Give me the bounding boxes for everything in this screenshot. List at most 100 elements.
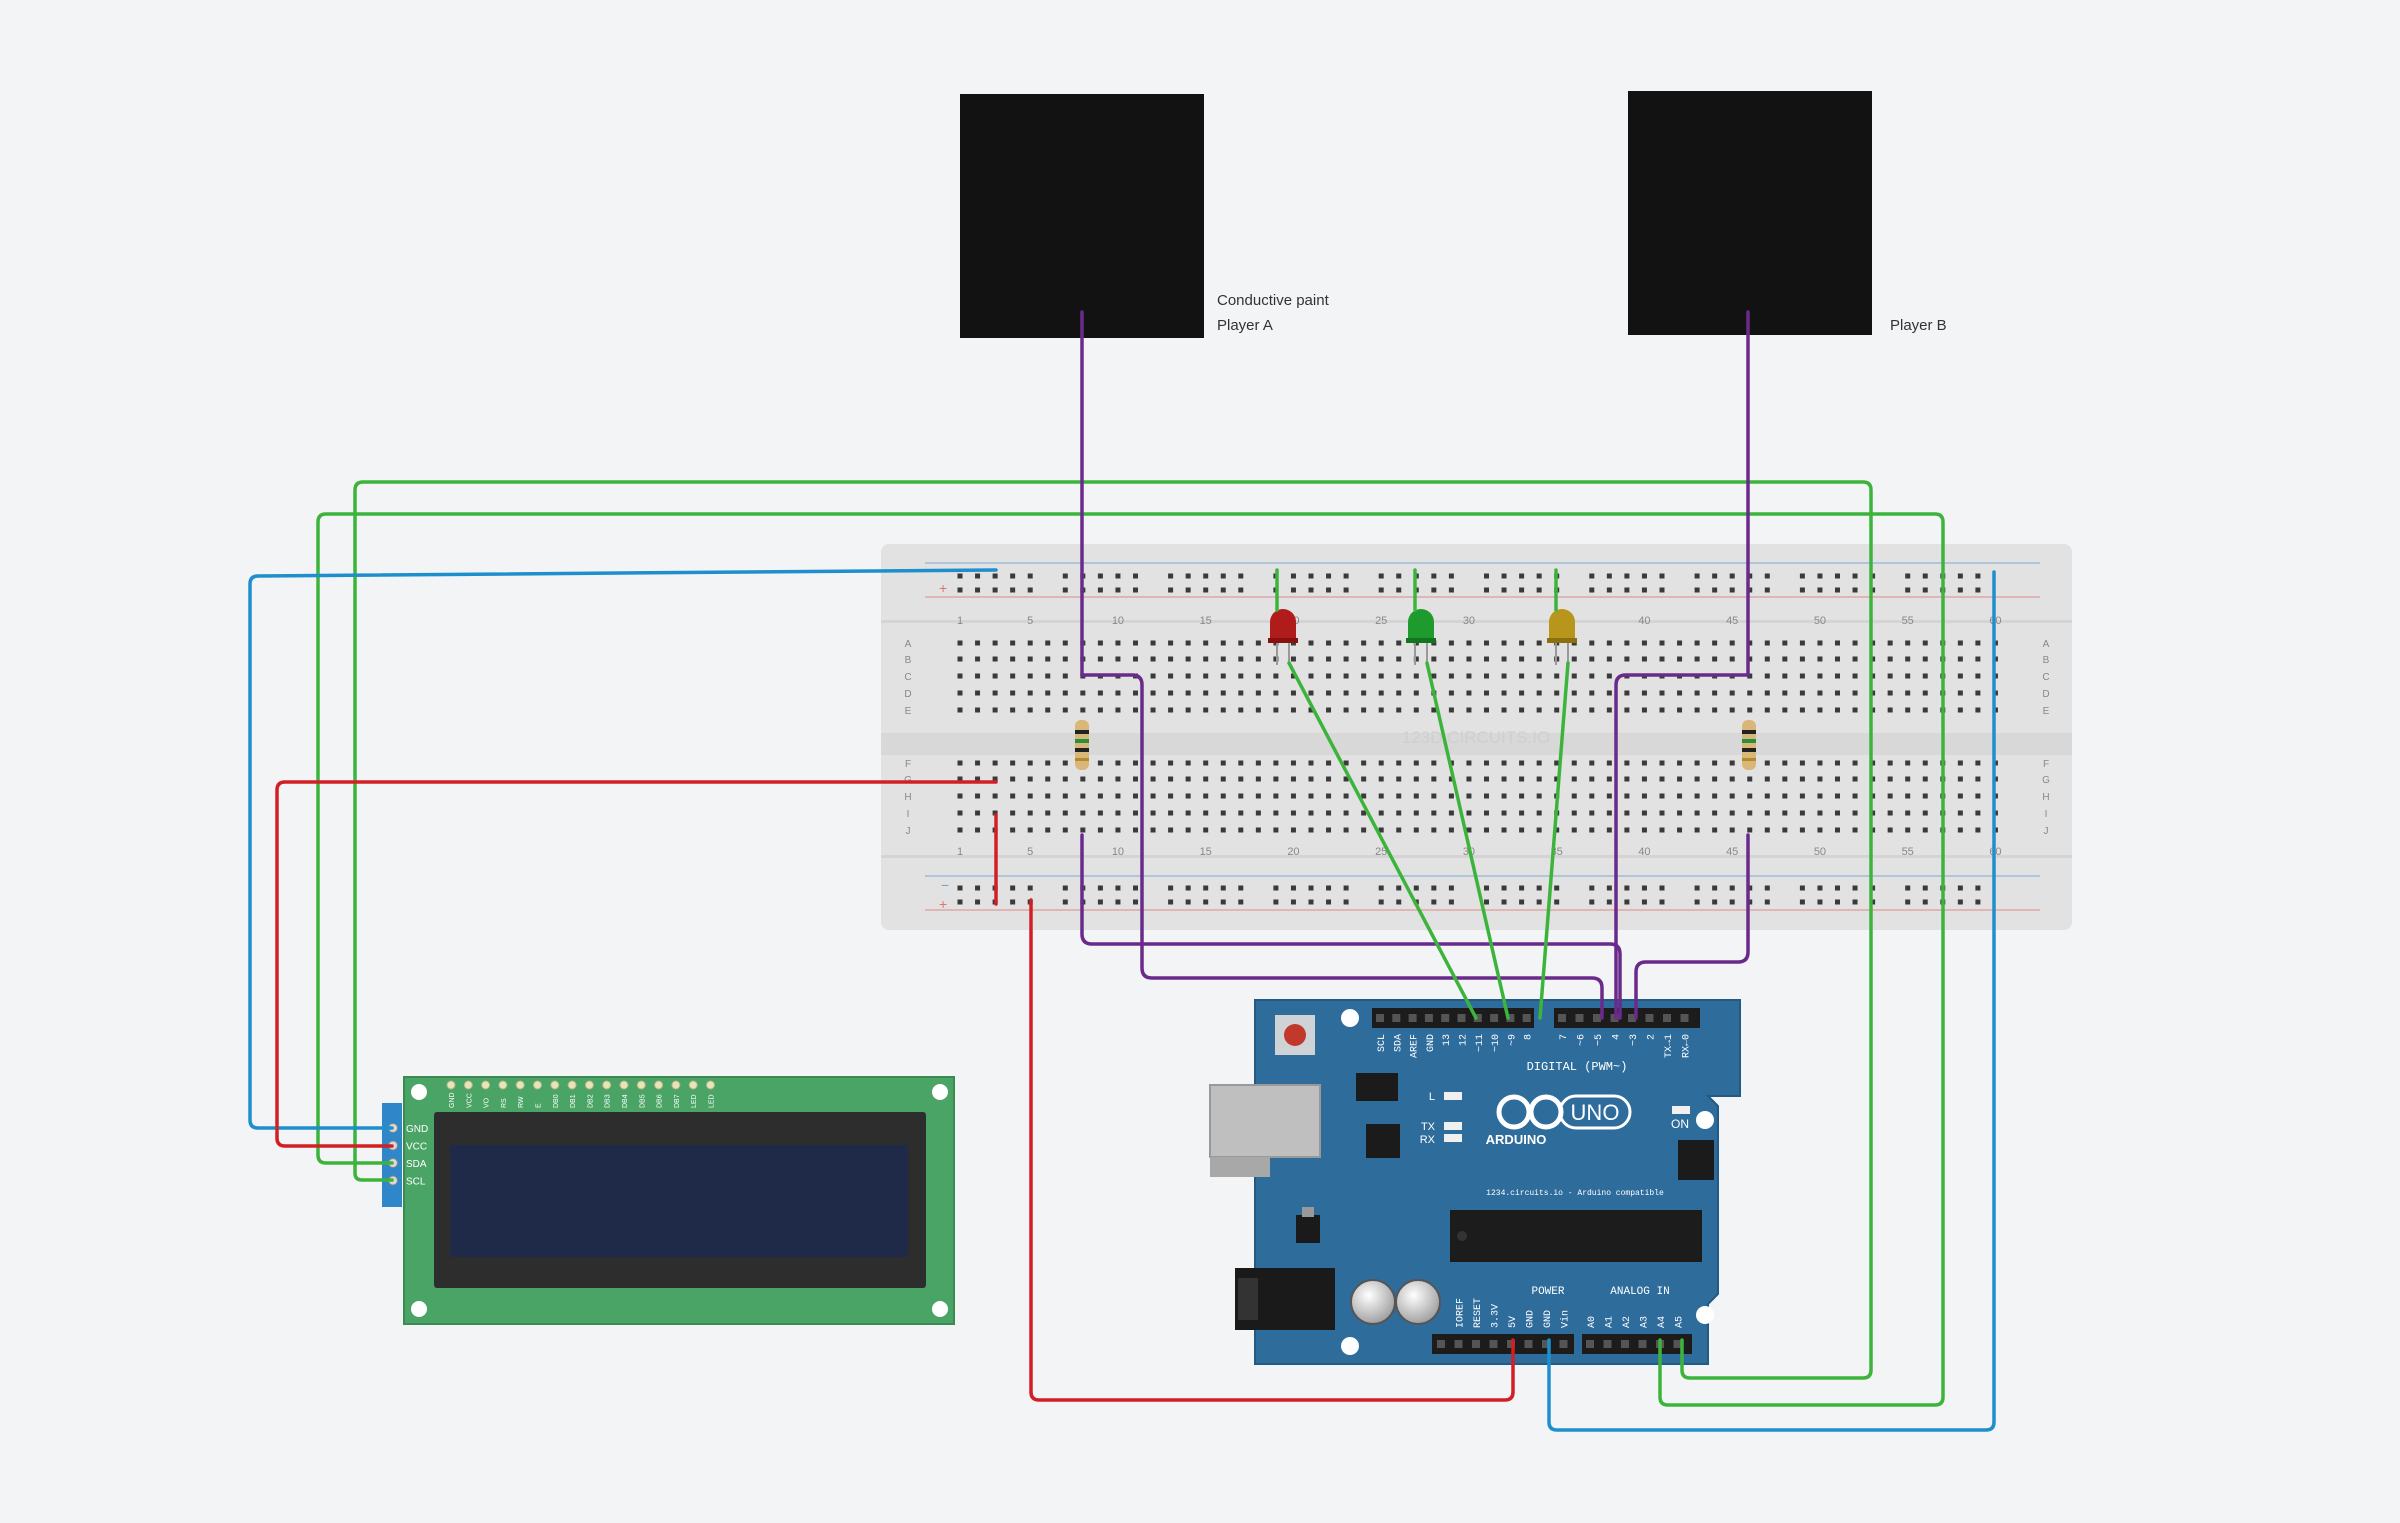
arduino-l-label: L [1429, 1091, 1435, 1103]
column-number: 50 [1814, 615, 1826, 627]
lcd-header-label: DB3 [605, 1094, 612, 1108]
arduino-digital-pin-label: 4 [1612, 1034, 1623, 1040]
arduino-digital-pin-label: 8 [1524, 1034, 1535, 1040]
column-number: 25 [1375, 846, 1387, 858]
column-number: 10 [1112, 846, 1124, 858]
wire-purple-b-top [1614, 673, 1750, 1020]
wire-green-led-yellow [1538, 661, 1570, 1020]
arduino-digital-pin-label: ~11 [1475, 1034, 1486, 1052]
column-number: 1 [957, 846, 963, 858]
arduino-power-pin-label: 3.3V [1491, 1304, 1502, 1328]
lcd-header-label: DB2 [587, 1094, 594, 1108]
arduino-digital-pin-label: SDA [1393, 1034, 1404, 1052]
row-letter: I [907, 809, 910, 820]
column-number: 30 [1463, 615, 1475, 627]
conductive-pad-player-a [960, 94, 1204, 338]
column-number: 25 [1375, 615, 1387, 627]
column-number: 20 [1287, 846, 1299, 858]
arduino-digital-pin-label: ~10 [1491, 1034, 1502, 1052]
resistor-right [1742, 720, 1756, 770]
wire-green-lcd-sda [316, 512, 1945, 1407]
arduino-digital-pin-label: TX→1 [1664, 1034, 1675, 1058]
row-letter: F [2043, 759, 2049, 770]
row-letter: D [2042, 689, 2049, 700]
arduino-logo-text: ARDUINO [1486, 1132, 1547, 1147]
column-number: 40 [1638, 615, 1650, 627]
led-green [1406, 609, 1436, 665]
arduino-digital-pin-label: AREF [1410, 1034, 1421, 1058]
resistor-left [1075, 720, 1089, 770]
arduino-power-pin-label: IOREF [1456, 1298, 1467, 1328]
lcd-header-label: VO [484, 1097, 491, 1108]
arduino-digital-pin-label: 2 [1647, 1034, 1658, 1040]
arduino-digital-pin-label: 13 [1442, 1034, 1453, 1046]
wire-green-led-red [1287, 661, 1478, 1020]
arduino-digital-pin-label: RX←0 [1682, 1034, 1693, 1058]
arduino-analog-pin-label: A4 [1657, 1316, 1668, 1328]
arduino-power-label: POWER [1531, 1286, 1564, 1298]
wire-blue-lcd-gnd [248, 568, 998, 1130]
row-letter: H [2042, 792, 2049, 803]
rail-minus-bottom: − [941, 877, 949, 893]
arduino-analog-pin-label: A0 [1587, 1316, 1598, 1328]
arduino-power-pin-label: Vin [1560, 1310, 1572, 1328]
column-number: 55 [1902, 846, 1914, 858]
row-letter: G [2042, 775, 2050, 786]
lcd-header-label: RS [501, 1098, 508, 1108]
row-letter: B [2043, 655, 2050, 666]
wires [248, 310, 1996, 1432]
conductive-pad-player-b [1628, 91, 1872, 335]
arduino-power-pin-label: GND [1526, 1310, 1537, 1328]
row-letter: D [904, 689, 911, 700]
column-number: 45 [1726, 846, 1738, 858]
pad-a-label-line1: Conductive paint [1217, 292, 1329, 309]
arduino-digital-pin-label: 12 [1459, 1034, 1470, 1046]
lcd-header-label: DB4 [622, 1094, 629, 1108]
column-number: 1 [957, 615, 963, 627]
lcd-header-label: GND [449, 1092, 456, 1108]
row-letter: H [904, 792, 911, 803]
arduino-footer: 1234.circuits.io - Arduino compatible [1486, 1189, 1664, 1198]
arduino-on-label: ON [1671, 1117, 1689, 1131]
column-number: 15 [1200, 846, 1212, 858]
row-letter: A [2043, 639, 2050, 650]
arduino-digital-pin-label: ~6 [1577, 1034, 1588, 1046]
lcd-pin-label: SDA [406, 1159, 427, 1170]
arduino-digital-pin-label: ~3 [1629, 1034, 1640, 1046]
arduino-rx-label: RX [1420, 1134, 1436, 1146]
wire-red-5v [1029, 898, 1515, 1402]
arduino-power-pin-label: 5V [1508, 1316, 1519, 1328]
lcd-header-label: DB1 [570, 1094, 577, 1108]
column-number: 5 [1027, 846, 1033, 858]
arduino-analog-label: ANALOG IN [1610, 1286, 1669, 1298]
led-red [1268, 609, 1298, 665]
row-letter: A [905, 639, 912, 650]
lcd-header-label: DB6 [657, 1094, 664, 1108]
wire-green-lcd-scl [353, 480, 1873, 1380]
lcd-header-label: LED [691, 1094, 698, 1108]
arduino-digital-label: DIGITAL (PWM~) [1527, 1060, 1628, 1074]
column-number: 55 [1902, 615, 1914, 627]
lcd-pin-label: SCL [406, 1177, 426, 1188]
row-letter: F [905, 759, 911, 770]
arduino-analog-pin-label: A1 [1605, 1316, 1616, 1328]
lcd-header-label: E [536, 1103, 543, 1108]
lcd-header-label: RW [518, 1096, 525, 1108]
lcd-header-label: DB0 [553, 1094, 560, 1108]
arduino-digital-pin-label: GND [1426, 1034, 1437, 1052]
row-letter: J [2044, 826, 2049, 837]
pad-a-label-line2: Player A [1217, 317, 1273, 334]
breadboard-watermark: 123D.CIRCUITS.IO [1402, 728, 1550, 747]
arduino-model: UNO [1571, 1100, 1620, 1125]
lcd-header-label: DB7 [674, 1094, 681, 1108]
lcd-header-label: VCC [466, 1093, 473, 1108]
wire-purple-a-bottom [1080, 833, 1622, 1020]
row-letter: J [906, 826, 911, 837]
arduino-digital-pin-label: ~5 [1594, 1034, 1605, 1046]
row-letter: E [2043, 706, 2050, 717]
arduino-power-pin-label: GND [1543, 1310, 1554, 1328]
